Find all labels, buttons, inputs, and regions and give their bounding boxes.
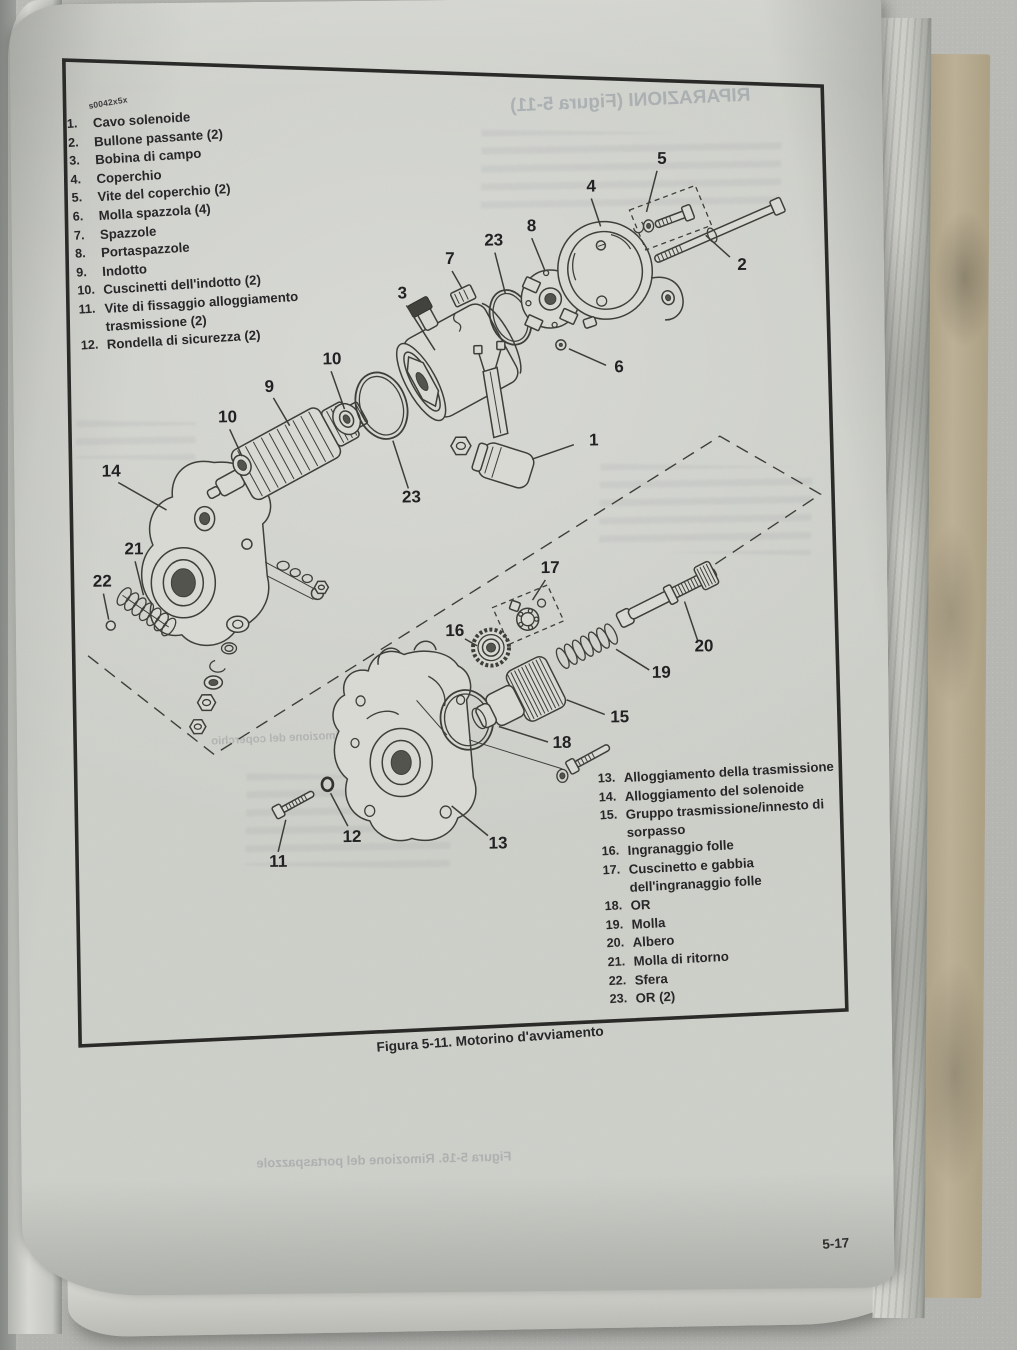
parts-list-item-number: 1. <box>66 116 78 131</box>
parts-list-item-number: 11. <box>78 301 96 317</box>
callout-leader <box>705 234 731 258</box>
parts-list-item-label: OR (2) <box>635 988 676 1006</box>
callout-number: 1 <box>589 430 599 449</box>
parts-list-item-number: 14. <box>598 789 617 805</box>
callout-number: 18 <box>552 733 571 752</box>
parts-list-item-number: 17. <box>602 862 621 878</box>
brush-spring-part <box>555 339 567 351</box>
parts-list-item-label: Sfera <box>634 970 669 988</box>
parts-list-item-number: 5. <box>71 190 83 206</box>
callout-number: 7 <box>445 249 455 268</box>
callout-number: 10 <box>218 407 237 426</box>
parts-list-item-number: 4. <box>69 172 82 187</box>
callout-number: 2 <box>737 255 747 274</box>
callout-number: 8 <box>527 216 537 235</box>
parts-list-item-number: 21. <box>607 954 626 970</box>
parts-list-item-number: 7. <box>73 227 85 243</box>
callout-number: 9 <box>264 377 274 396</box>
callout-number: 12 <box>342 827 361 846</box>
callout-number: 3 <box>397 283 407 302</box>
parts-list-item-number: 8. <box>74 246 87 261</box>
through-bolt-part <box>654 196 786 263</box>
manual-page: RIPARAZIONI (Figura 5-11) Figura 5-15. R… <box>9 0 895 1297</box>
parts-list-item-number: 2. <box>67 134 80 150</box>
callout-leader <box>392 440 410 489</box>
parts-list-item-number: 15. <box>599 807 618 823</box>
callout-leader <box>531 444 575 460</box>
callout-leader <box>451 270 463 290</box>
callout-leader <box>615 648 650 671</box>
callout-number: 17 <box>541 558 560 577</box>
parts-list-item-number: 13. <box>597 770 616 786</box>
callout-leader <box>102 593 110 620</box>
parts-list-item-label: Indotto <box>101 261 148 279</box>
callout-number: 6 <box>614 357 624 376</box>
callout-number: 5 <box>657 149 667 168</box>
lock-washer-part <box>320 776 335 793</box>
parts-list-item-label: OR <box>630 896 651 914</box>
callout-number: 4 <box>586 176 596 195</box>
callout-number: 14 <box>102 461 122 480</box>
page-number: 5-17 <box>821 1235 850 1252</box>
parts-list-item-number: 19. <box>605 917 624 932</box>
callout-leader <box>568 348 607 367</box>
idler-gear-part <box>471 627 512 668</box>
parts-list-item-number: 6. <box>72 209 84 224</box>
parts-list-item-number: 10. <box>76 282 96 298</box>
parts-list-item-number: 18. <box>604 898 623 914</box>
callout-number: 15 <box>610 707 629 726</box>
callout-number: 13 <box>489 833 508 852</box>
callout-number: 20 <box>694 636 713 655</box>
callout-number: 21 <box>124 539 143 558</box>
callout-leader <box>277 819 287 853</box>
callout-leader <box>566 699 605 716</box>
callout-leader <box>498 725 549 743</box>
shaft-part <box>615 560 720 628</box>
callout-number: 23 <box>402 487 421 506</box>
parts-list-item-number: 16. <box>601 843 620 859</box>
clutch-spring-part <box>555 623 619 669</box>
parts-list-item-label: Molla <box>631 914 666 932</box>
callout-leader <box>645 170 658 213</box>
screw-washer-part <box>556 768 569 784</box>
callout-number: 19 <box>652 663 671 682</box>
parts-list-item-number: 20. <box>606 935 625 951</box>
callout-leader <box>329 792 349 827</box>
callout-leader <box>117 481 167 511</box>
mount-bolt-part <box>271 790 315 820</box>
callout-number: 10 <box>322 349 341 368</box>
parts-list-item-number: 9. <box>75 264 88 280</box>
parts-list-item-number: 12. <box>80 337 99 353</box>
parts-list-item-label: Albero <box>632 932 675 951</box>
callout-number: 16 <box>445 621 464 640</box>
callout-leader <box>531 237 546 272</box>
parts-list-item-number: 3. <box>68 153 81 169</box>
callout-number: 11 <box>269 852 287 871</box>
callout-number: 22 <box>93 572 112 591</box>
callout-leader <box>494 252 507 294</box>
parts-list-item-number: 23. <box>609 991 628 1007</box>
parts-list-item-number: 22. <box>608 972 627 988</box>
ball-part <box>105 620 117 631</box>
callout-number: 23 <box>484 230 503 249</box>
callout-leader <box>272 397 291 427</box>
parts-list-item-label: Spazzole <box>99 223 157 242</box>
